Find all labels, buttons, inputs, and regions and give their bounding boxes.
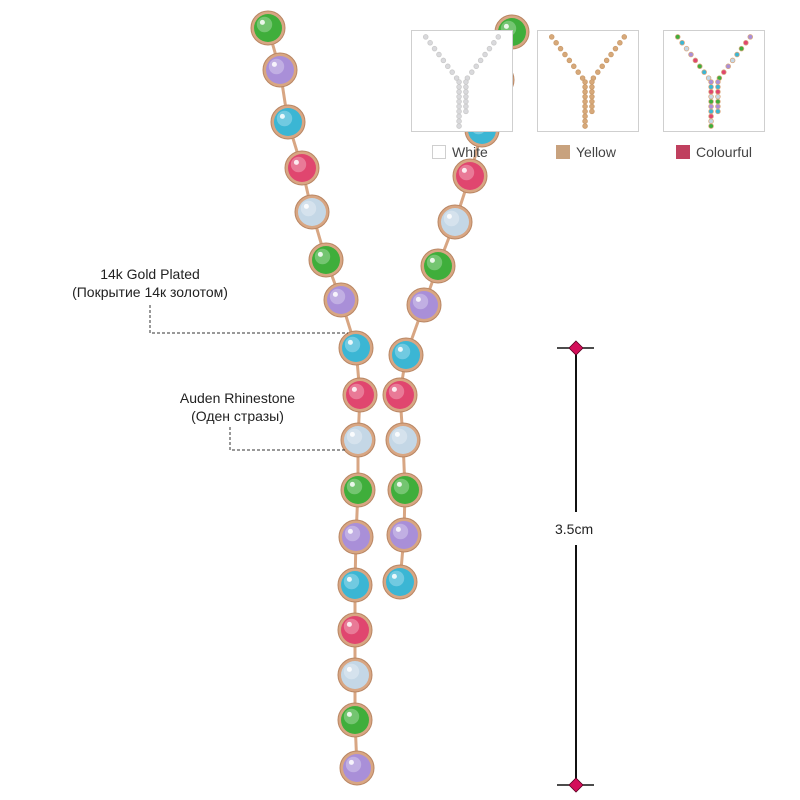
plating-callout-subtitle: (Покрытие 14к золотом) xyxy=(72,284,228,300)
variant-card-colourful[interactable] xyxy=(663,30,765,132)
left-strand-rhinestone xyxy=(338,519,374,555)
variant-card-white[interactable] xyxy=(411,30,513,132)
right-strand-rhinestone xyxy=(406,287,442,323)
variant-thumbnail-yellow xyxy=(548,34,628,129)
variant-label-colourful: Colourful xyxy=(696,144,753,160)
right-strand-rhinestone xyxy=(420,248,456,284)
left-strand-rhinestone xyxy=(342,377,378,413)
yellow-color-chip xyxy=(556,145,570,159)
left-strand-rhinestone xyxy=(262,52,298,88)
length-measure-label: 3.5cm xyxy=(555,521,594,537)
variant-option-white[interactable]: White xyxy=(432,143,488,161)
right-strand-rhinestone xyxy=(388,337,424,373)
left-strand-rhinestone xyxy=(308,242,344,278)
necklace-chain xyxy=(250,10,530,786)
right-strand-rhinestone xyxy=(386,517,422,553)
right-strand-rhinestone xyxy=(382,564,418,600)
left-strand-rhinestone xyxy=(284,150,320,186)
right-strand-rhinestone xyxy=(387,472,423,508)
right-strand-rhinestone xyxy=(385,422,421,458)
plating-leader-line xyxy=(149,305,348,334)
variant-thumbnail-colourful xyxy=(674,34,754,129)
plating-callout: 14k Gold Plated (Покрытие 14к золотом) xyxy=(40,265,260,301)
left-strand-rhinestone xyxy=(294,194,330,230)
right-strand-rhinestone xyxy=(382,377,418,413)
variant-option-yellow[interactable]: Yellow xyxy=(556,143,616,161)
right-strand-rhinestone xyxy=(437,204,473,240)
white-color-chip xyxy=(432,145,446,159)
left-strand-rhinestone xyxy=(339,750,375,786)
stone-callout-title: Auden Rhinestone xyxy=(179,390,296,406)
variant-label-white: White xyxy=(452,144,488,160)
left-strand-rhinestone xyxy=(338,330,374,366)
variant-option-colourful[interactable]: Colourful xyxy=(676,143,752,161)
variant-card-yellow[interactable] xyxy=(537,30,639,132)
variant-thumbnail-white xyxy=(422,34,502,129)
left-strand-rhinestone xyxy=(337,657,373,693)
left-strand-rhinestone xyxy=(340,422,376,458)
left-strand-rhinestone xyxy=(337,567,373,603)
left-strand-rhinestone xyxy=(337,612,373,648)
right-strand-rhinestone xyxy=(452,158,488,194)
callout-guides xyxy=(149,305,348,451)
measure-bottom-marker-icon xyxy=(568,777,584,793)
left-strand-rhinestone xyxy=(323,282,359,318)
left-strand-rhinestone xyxy=(270,104,306,140)
variant-label-yellow: Yellow xyxy=(576,144,616,160)
measure-top-marker-icon xyxy=(568,340,584,356)
left-strand-rhinestone xyxy=(340,472,376,508)
stone-callout-subtitle: (Оден стразы) xyxy=(191,408,284,424)
stone-leader-line xyxy=(229,427,345,451)
left-strand-rhinestone xyxy=(337,702,373,738)
length-measure xyxy=(557,340,594,793)
stone-callout: Auden Rhinestone (Оден стразы) xyxy=(150,389,325,425)
colourful-color-chip xyxy=(676,145,690,159)
plating-callout-title: 14k Gold Plated xyxy=(100,266,200,282)
left-strand-rhinestone xyxy=(250,10,286,46)
